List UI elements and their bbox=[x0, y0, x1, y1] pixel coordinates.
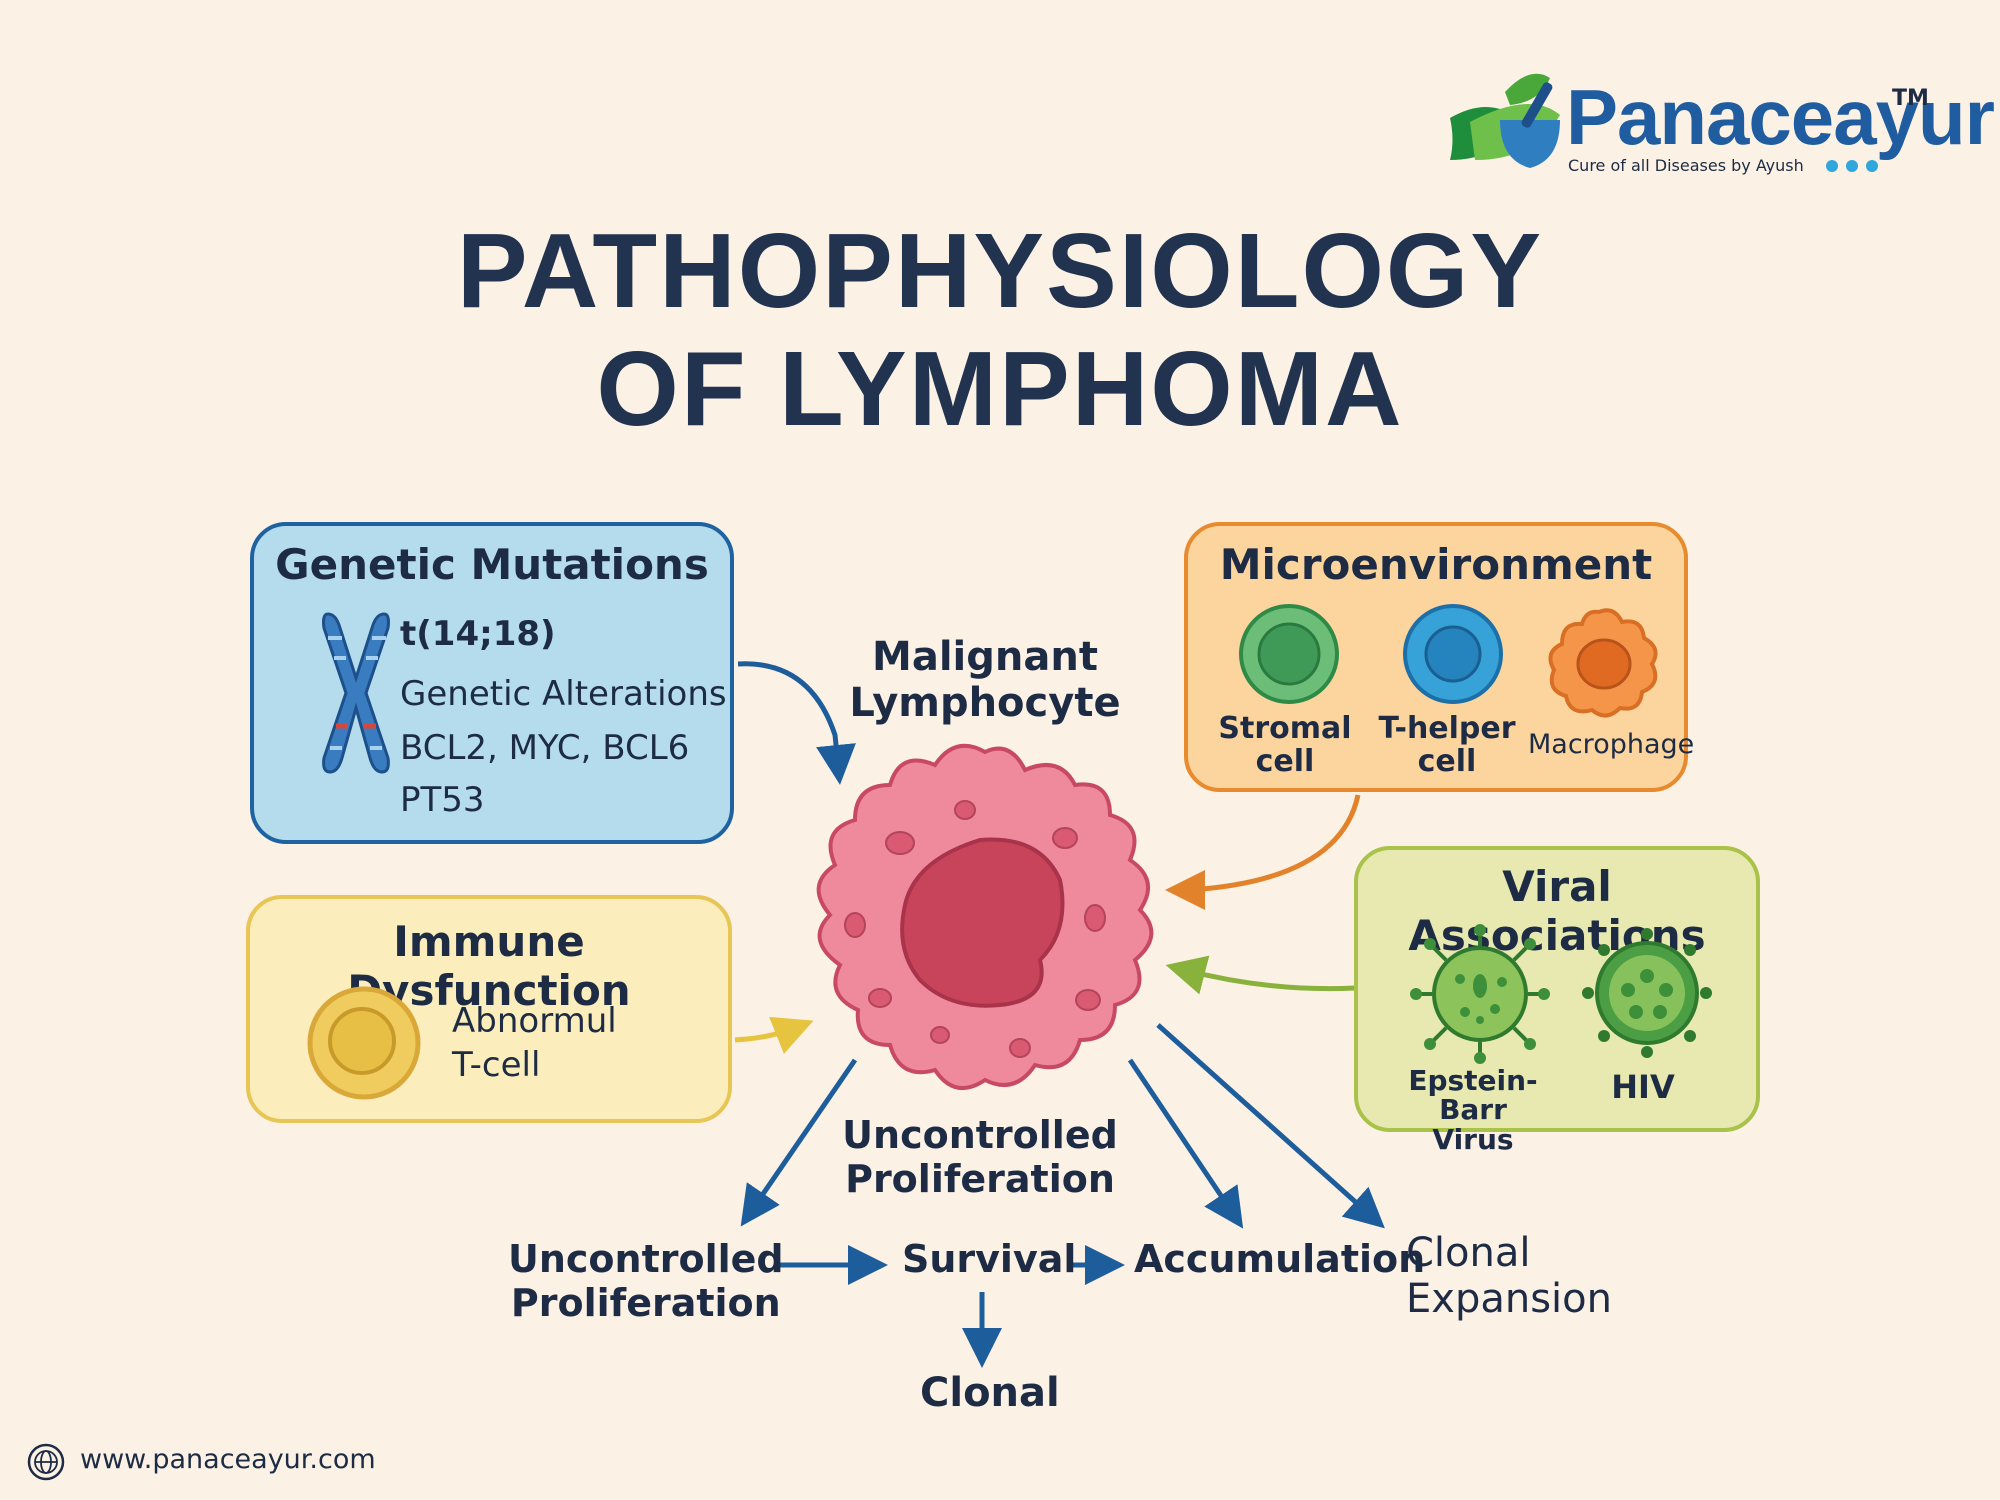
abnormal-tcell-line1: Abnormul bbox=[452, 1001, 617, 1041]
flow-survival-label: Survival bbox=[902, 1237, 1077, 1281]
genetic-mutations-title: Genetic Mutations bbox=[275, 540, 709, 589]
flow-accumulation-label: Accumulation bbox=[1134, 1237, 1426, 1281]
page-title-line1: PATHOPHYSIOLOGY bbox=[456, 212, 1544, 330]
stromal-cell-label: Stromal cell bbox=[1210, 712, 1360, 778]
flow-clonal-label: Clonal bbox=[920, 1370, 1060, 1416]
microenvironment-title: Microenvironment bbox=[1219, 540, 1653, 589]
genetic-alterations-label: Genetic Alterations bbox=[400, 674, 727, 714]
flow-proliferation-line1: Uncontrolled bbox=[508, 1237, 784, 1281]
arrow-genetic-to-cell bbox=[737, 661, 856, 785]
malignant-label-line1: Malignant bbox=[872, 634, 1098, 680]
arrow-viral-to-cell bbox=[1165, 955, 1356, 995]
arrow-cell-to-accumulation bbox=[1127, 1058, 1244, 1229]
malignant-label-line2: Lymphocyte bbox=[849, 680, 1121, 726]
chromosome-icon bbox=[322, 612, 390, 774]
arrow-micro-to-cell bbox=[1165, 794, 1361, 910]
brand-name[interactable]: Panaceayur bbox=[1566, 73, 1995, 161]
brand-trademark: TM bbox=[1892, 86, 1929, 111]
page-title-line2: OF LYMPHOMA bbox=[596, 330, 1404, 448]
center-proliferation-label: Uncontrolled Proliferation bbox=[820, 1113, 1140, 1201]
stromal-label-line1: Stromal bbox=[1218, 711, 1352, 746]
epstein-barr-label: Epstein-Barr Virus bbox=[1378, 1066, 1568, 1154]
ebv-label-line2: Virus bbox=[1432, 1122, 1514, 1156]
clonal-expansion-line2: Expansion bbox=[1406, 1276, 1612, 1322]
genetic-mutations-box: Genetic Mutations t(14;18) Genetic Alter… bbox=[250, 522, 734, 844]
malignant-lymphocyte-label: Malignant Lymphocyte bbox=[840, 634, 1130, 726]
thelper-label-line2: cell bbox=[1417, 744, 1477, 779]
t-cell-icon bbox=[307, 986, 421, 1100]
ebv-label-line1: Epstein-Barr bbox=[1408, 1064, 1538, 1127]
t-helper-cell-icon bbox=[1403, 604, 1503, 704]
macrophage-label: Macrophage bbox=[1528, 729, 1695, 760]
genes-label: BCL2, MYC, BCL6 bbox=[400, 728, 690, 768]
gene2-label: PT53 bbox=[400, 780, 485, 820]
epstein-barr-virus-icon bbox=[1410, 924, 1550, 1064]
logo-icon bbox=[1450, 73, 1560, 168]
thelper-label-line1: T-helper bbox=[1378, 711, 1516, 746]
flow-proliferation-label: Uncontrolled Proliferation bbox=[508, 1237, 784, 1325]
t-helper-cell-label: T-helper cell bbox=[1372, 712, 1522, 778]
center-proliferation-line2: Proliferation bbox=[845, 1156, 1115, 1201]
microenvironment-box: Microenvironment Stromal cell T-helper c… bbox=[1184, 522, 1695, 792]
center-proliferation-line1: Uncontrolled bbox=[842, 1113, 1118, 1157]
arrow-immune-to-cell bbox=[734, 1016, 814, 1054]
abnormal-tcell-line2: T-cell bbox=[452, 1045, 541, 1085]
flow-proliferation-line2: Proliferation bbox=[510, 1280, 781, 1325]
hiv-label: HIV bbox=[1611, 1068, 1675, 1106]
stromal-label-line2: cell bbox=[1255, 744, 1315, 779]
website-link[interactable]: www.panaceayur.com bbox=[80, 1444, 376, 1475]
globe-icon bbox=[27, 1443, 65, 1481]
viral-associations-box: Viral Associations Epstein-Barr bbox=[1354, 846, 1760, 1154]
stromal-cell-icon bbox=[1239, 604, 1339, 704]
clonal-expansion-line1: Clonal bbox=[1406, 1230, 1531, 1276]
hiv-icon bbox=[1582, 928, 1712, 1058]
logo-dots bbox=[1826, 160, 1878, 172]
arrow-cell-to-proliferation bbox=[740, 1058, 858, 1227]
flow-clonal-expansion-label: Clonal Expansion bbox=[1406, 1230, 1612, 1322]
macrophage-icon bbox=[1548, 608, 1658, 718]
arrow-cell-to-clonal-expansion bbox=[1156, 1023, 1385, 1229]
brand-tagline: Cure of all Diseases by Ayush bbox=[1568, 156, 1804, 175]
immune-dysfunction-box: Immune Dysfunction Abnormul T-cell bbox=[246, 895, 732, 1123]
malignant-lymphocyte-icon bbox=[816, 743, 1154, 1090]
translocation-label: t(14;18) bbox=[400, 614, 556, 654]
